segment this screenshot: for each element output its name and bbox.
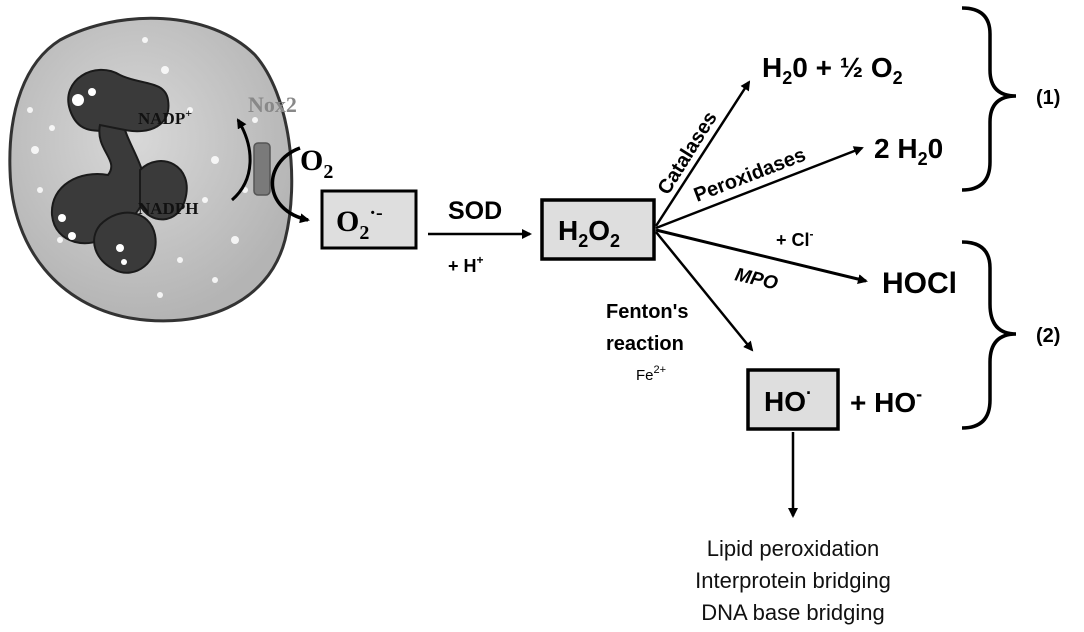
nucleus (50, 69, 188, 274)
effect-item: Lipid peroxidation (707, 536, 879, 561)
hydroxyl-radical-box: HO· (746, 368, 840, 431)
mpo-arrow (655, 228, 868, 284)
hydroxyl-radical-label: HO· (764, 383, 812, 417)
group1-label: (1) (1036, 87, 1060, 109)
neutrophil-cell: NADP+ NADPH (8, 16, 294, 323)
chloride-label: + Cl- (776, 227, 814, 250)
catalases-arrow (654, 80, 751, 227)
fenton-label-line1: Fenton's (606, 301, 689, 323)
hocl-product: HOCl (882, 267, 957, 300)
group2-brace (961, 240, 1017, 430)
hydrogen-peroxide-box: H2O2 (540, 198, 656, 261)
peroxidases-arrow (655, 146, 864, 230)
nadp-plus-label: NADP+ (138, 106, 192, 128)
h-plus-label: + H+ (448, 253, 484, 276)
nadph-label: NADPH (138, 199, 198, 218)
effect-item: DNA base bridging (701, 600, 884, 625)
hydrogen-peroxide-label: H2O2 (558, 215, 620, 251)
nox2-channel (253, 142, 271, 196)
nox2-label: Nox2 (248, 92, 297, 117)
two-water-product: 2 H20 (874, 133, 943, 169)
sod-label: SOD (448, 197, 502, 225)
granules (27, 37, 258, 298)
superoxide-label: O2·- (336, 202, 383, 244)
hydroxide-product: + HO- (850, 384, 922, 418)
damage-effects-list: Lipid peroxidation Interprotein bridging… (695, 536, 891, 625)
effect-item: Interprotein bridging (695, 568, 891, 593)
group2-label: (2) (1036, 325, 1060, 347)
mpo-label: MPO (733, 264, 780, 294)
superoxide-box: O2·- (320, 189, 418, 250)
fenton-label-line2: reaction (606, 333, 684, 355)
oxygen-to-superoxide-arrow (270, 146, 310, 224)
oxygen-label: O2 (300, 144, 333, 183)
water-oxygen-product: H20 + ½ O2 (762, 52, 903, 88)
nucleus-highlights (58, 88, 127, 265)
nadph-to-nadp-arrow (230, 118, 252, 202)
group1-brace (961, 6, 1017, 192)
fenton-arrow (655, 231, 754, 352)
iron-label: Fe2+ (636, 364, 666, 384)
